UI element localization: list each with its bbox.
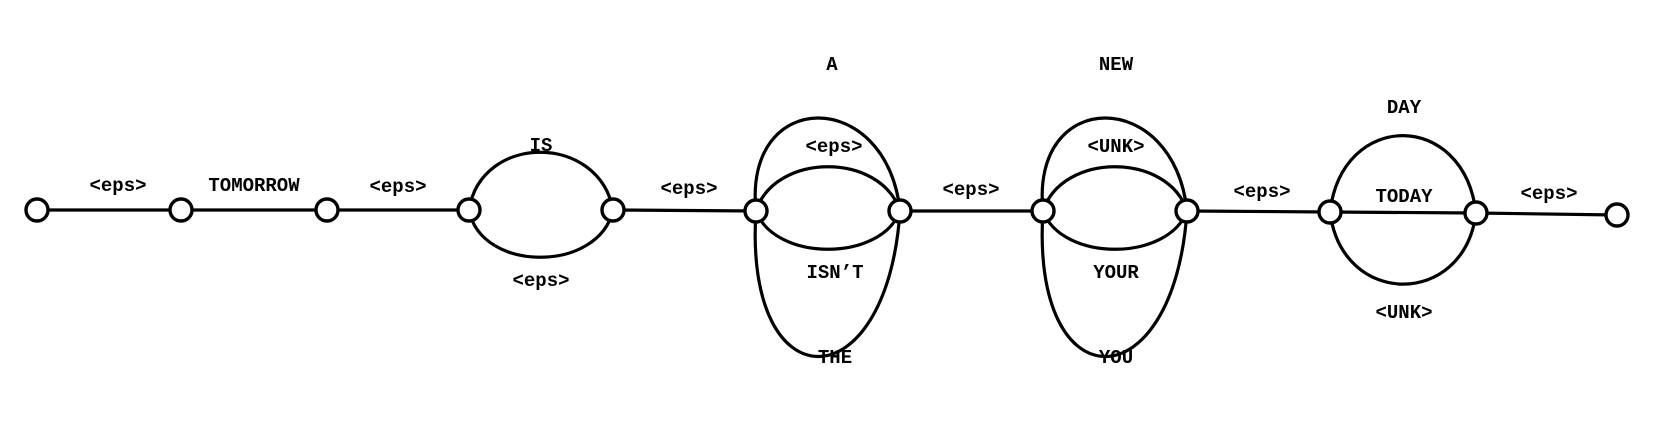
edge-label: TOMORROW bbox=[208, 175, 300, 197]
edge-label: <eps> bbox=[942, 179, 999, 201]
edge-label: THE bbox=[818, 347, 852, 369]
lattice-labels: <eps> TOMORROW <eps> IS <eps> <eps> A <e… bbox=[89, 54, 1577, 369]
edge-label: YOUR bbox=[1093, 262, 1139, 284]
edge-label: TODAY bbox=[1375, 186, 1433, 208]
node-0 bbox=[24, 197, 50, 223]
arc-n7-n8-inner-top bbox=[1041, 165, 1189, 212]
edge-label: <eps> bbox=[512, 270, 569, 292]
arc-n10-n11 bbox=[1475, 211, 1618, 217]
edge-label: <eps> bbox=[369, 176, 426, 198]
arc-n9-n10-middle bbox=[1329, 210, 1477, 215]
arc-n4-n5 bbox=[612, 208, 757, 213]
edge-label: <eps> bbox=[805, 136, 862, 158]
edge-label: <UNK> bbox=[1087, 136, 1144, 158]
edge-label: <eps> bbox=[1233, 181, 1290, 203]
arc-n9-n10-lower bbox=[1328, 211, 1478, 286]
node-11 bbox=[1604, 202, 1630, 228]
lattice-nodes bbox=[24, 197, 1630, 228]
arc-n5-n6-inner-top bbox=[754, 165, 902, 212]
arc-n8-n9 bbox=[1186, 209, 1331, 214]
node-4 bbox=[600, 197, 626, 223]
arc-n5-n6-outer-top bbox=[753, 116, 902, 212]
edge-label: <eps> bbox=[1520, 183, 1577, 205]
edge-label: ISN’T bbox=[806, 262, 863, 284]
edge-label: NEW bbox=[1099, 54, 1134, 76]
arc-n3-n4-lower bbox=[467, 209, 615, 259]
edge-label: <eps> bbox=[89, 175, 146, 197]
node-3 bbox=[456, 197, 482, 223]
node-5 bbox=[743, 198, 769, 224]
node-8 bbox=[1174, 198, 1200, 224]
edge-label: DAY bbox=[1387, 97, 1422, 119]
arc-n7-n8-outer-bottom bbox=[1040, 210, 1189, 359]
edge-label: A bbox=[826, 54, 838, 76]
node-10 bbox=[1463, 200, 1489, 226]
node-7 bbox=[1030, 198, 1056, 224]
node-9 bbox=[1317, 199, 1343, 225]
arc-n3-n4-upper bbox=[467, 150, 615, 211]
arc-n5-n6-outer-bottom bbox=[753, 210, 902, 359]
edge-label: IS bbox=[530, 135, 553, 157]
lattice-arcs bbox=[37, 116, 1618, 359]
edge-label: <eps> bbox=[660, 178, 717, 200]
node-6 bbox=[887, 198, 913, 224]
arc-n9-n10-upper bbox=[1328, 134, 1478, 214]
arc-n5-n6-inner-bottom bbox=[754, 210, 902, 251]
arc-n7-n8-outer-top bbox=[1040, 116, 1189, 212]
node-2 bbox=[314, 197, 340, 223]
arc-n7-n8-inner-bottom bbox=[1041, 210, 1189, 251]
edge-label: <UNK> bbox=[1375, 302, 1432, 324]
node-1 bbox=[168, 197, 194, 223]
edge-label: YOU bbox=[1099, 347, 1133, 369]
